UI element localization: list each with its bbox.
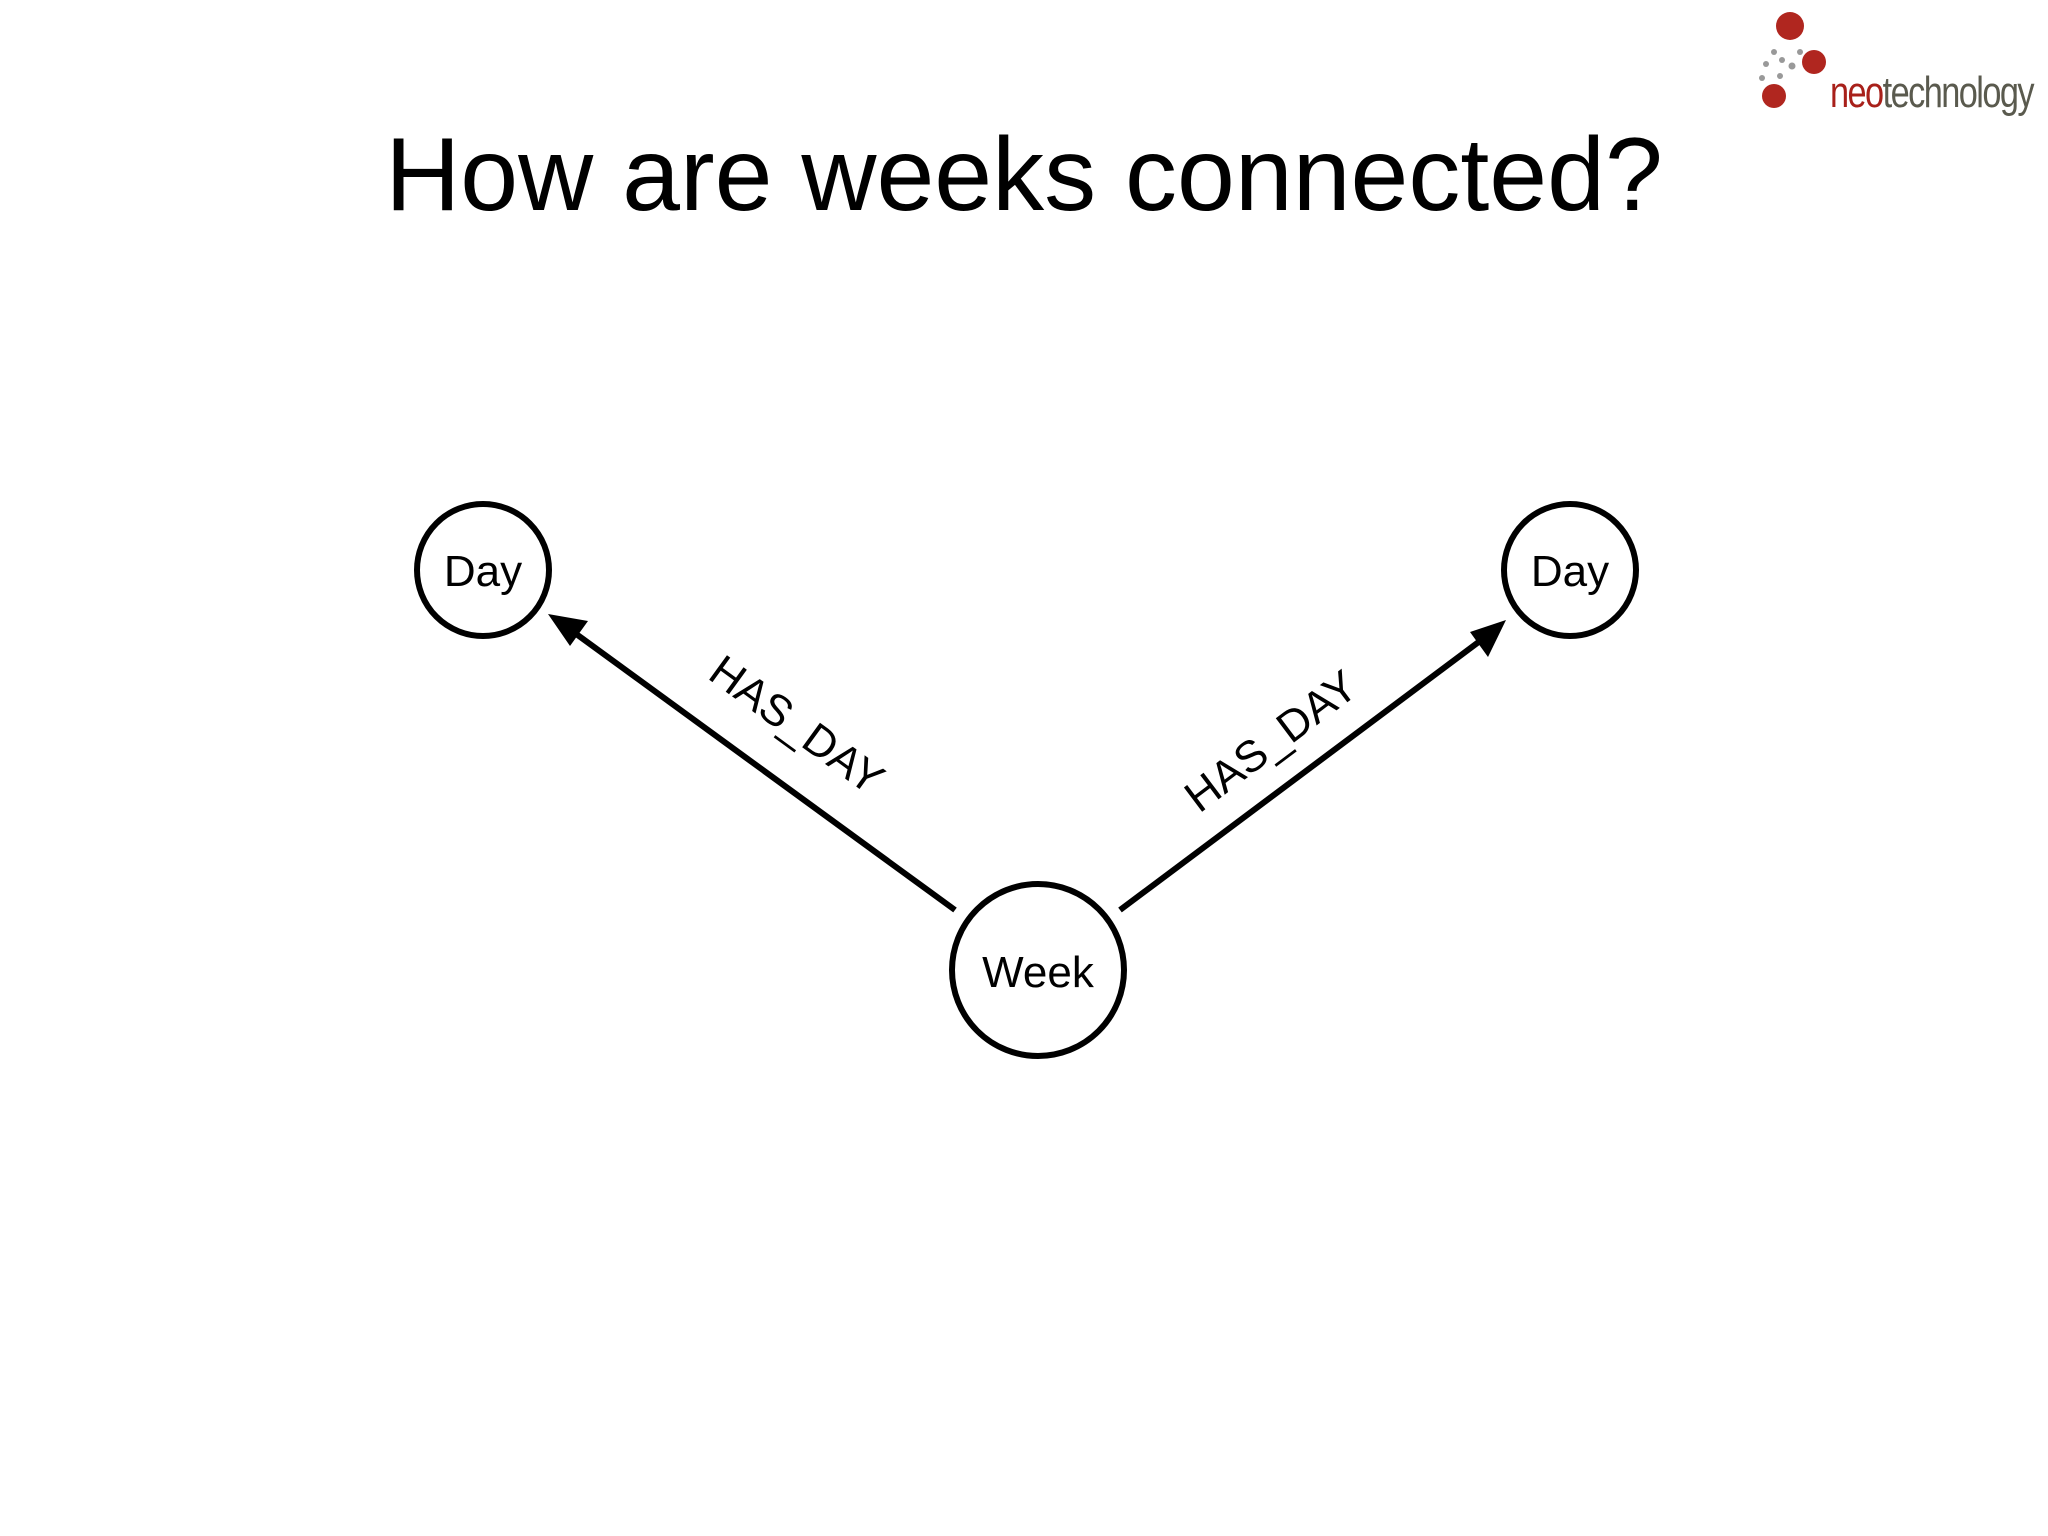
node-day-left: Day [414,501,552,639]
edge-right-line [1118,629,1494,913]
node-day-right-label: Day [1531,547,1609,596]
node-day-right-circle [1501,501,1639,639]
node-week-label: Week [982,948,1095,997]
node-week-circle [949,881,1127,1059]
logo-neo-text: neo [1830,68,1884,117]
node-day-right: Day [1501,501,1639,639]
edge-left-label: HAS_DAY [700,646,892,804]
edge-left-arrowhead [548,614,588,646]
logo-dots-icon [1759,12,1826,108]
node-week: Week [949,881,1127,1059]
neotechnology-logo: neotechnology [1752,8,2042,128]
logo-wordmark: neotechnology [1830,68,2035,118]
node-day-left-circle [414,501,552,639]
node-day-left-label: Day [444,547,522,596]
edge-left-line [555,617,957,913]
edge-right-arrowhead [1470,620,1506,657]
logo-technology-text: technology [1882,68,2035,117]
slide-title: How are weeks connected? [385,117,1663,233]
